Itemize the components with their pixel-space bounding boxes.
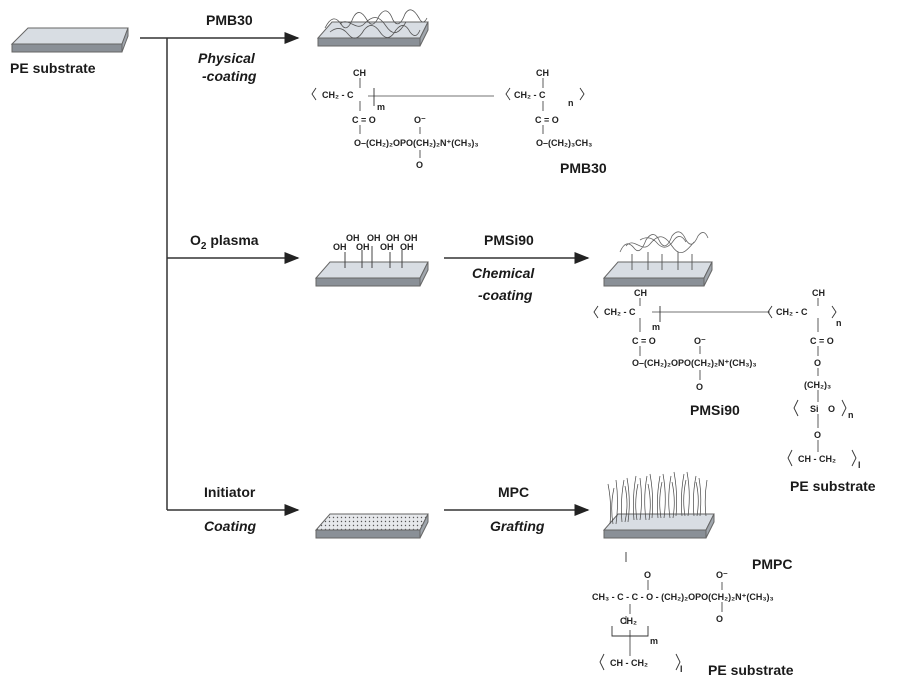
pmsi-si-n: n — [848, 410, 854, 420]
substrate-pmb30-coated — [316, 9, 429, 47]
substrate-pmsi90-coated — [602, 231, 713, 287]
pmsi-si-o: O — [828, 404, 835, 414]
pe-substrate-label: PE substrate — [10, 60, 96, 76]
route1-reagent-label: PMB30 — [206, 12, 253, 28]
pmsi-ch2-left: CH₂ - C — [604, 307, 636, 317]
pmpc-structure: O O⁻ CH₃ - C - C - O - (CH₂)₂OPO(CH₂)₂N⁺… — [592, 552, 774, 674]
oh-6: OH — [356, 242, 370, 252]
pmsi-o-minus: O⁻ — [694, 336, 706, 346]
pmpc-m: m — [650, 636, 658, 646]
substrate-oh-treated: OH OH OH OH OH OH OH OH — [314, 233, 429, 287]
pmsi-pe-repeat: CH - CH₂ — [798, 454, 836, 464]
pmsi-o: O — [814, 358, 821, 368]
pmsi90-structure: CH CH CH₂ - C CH₂ - C m n C = O C = O O⁻… — [593, 288, 861, 470]
pmsi-side-chain: O–(CH₂)₂OPO(CH₂)₂N⁺(CH₃)₃ — [632, 358, 757, 368]
pmpc-ch2: CH₂ — [620, 616, 637, 626]
substrate-initiator-coated — [314, 513, 429, 539]
pmb-co-right: C = O — [535, 115, 559, 125]
pmsi-n: n — [836, 318, 842, 328]
oh-7: OH — [380, 242, 394, 252]
pmsi-si: Si — [810, 404, 819, 414]
pmpc-l: l — [680, 664, 683, 674]
pmb-ch3-left: CH — [353, 68, 366, 78]
oh-4: OH — [404, 233, 418, 243]
pmb-co-left: C = O — [352, 115, 376, 125]
route2-polymer-name: PMSi90 — [690, 402, 740, 418]
route1-method-line1: Physical — [198, 50, 255, 66]
oh-2: OH — [367, 233, 381, 243]
pmpc-o-minus: O⁻ — [716, 570, 728, 580]
route3-method2-label: Grafting — [490, 518, 545, 534]
oh-8: OH — [400, 242, 414, 252]
route3-monomer-label: MPC — [498, 484, 530, 500]
route3-method-label: Coating — [204, 518, 257, 534]
pmpc-pe-repeat: CH - CH₂ — [610, 658, 648, 668]
pmb-ch3-right: CH — [536, 68, 549, 78]
oh-3: OH — [386, 233, 400, 243]
pmsi-co-left: C = O — [632, 336, 656, 346]
route2-pe-substrate: PE substrate — [790, 478, 876, 494]
connector-lines — [140, 32, 590, 516]
pmsi-l: l — [858, 460, 861, 470]
pmpc-o-top: O — [644, 570, 651, 580]
route3-pe-substrate: PE substrate — [708, 662, 794, 678]
route3-polymer-name: PMPC — [752, 556, 793, 572]
oh-5: OH — [333, 242, 347, 252]
pmb-o: O — [416, 160, 423, 170]
route1-polymer-name: PMB30 — [560, 160, 607, 176]
pmsi-propyl: (CH₂)₃ — [804, 380, 831, 390]
pmsi-o-3: O — [814, 430, 821, 440]
pmpc-o-bottom: O — [716, 614, 723, 624]
pmb-m: m — [377, 102, 385, 112]
route2-method-line1: Chemical — [472, 265, 535, 281]
pmb-backbone-right: CH₂ - C — [514, 90, 546, 100]
route1-method-line2: -coating — [202, 68, 257, 84]
pmb-o-minus: O⁻ — [414, 115, 426, 125]
pe-substrate-left — [10, 27, 129, 53]
pmsi-m: m — [652, 322, 660, 332]
pmb-side-chain-2: O–(CH₂)₃CH₃ — [536, 138, 592, 148]
route2-reagent-label: PMSi90 — [484, 232, 534, 248]
oh-1: OH — [346, 233, 360, 243]
pmb-backbone-left: CH₂ - C — [322, 90, 354, 100]
route2-treatment-label: O2 plasma — [190, 232, 259, 252]
pmsi-ch2-right: CH₂ - C — [776, 307, 808, 317]
pmsi-co-right: C = O — [810, 336, 834, 346]
pmb30-structure: CH CH CH₂ - C CH₂ - C m n C = O C = O O⁻… — [311, 68, 592, 170]
route3-reagent-label: Initiator — [204, 484, 256, 500]
route2-method-line2: -coating — [478, 287, 533, 303]
pmpc-chain: CH₃ - C - C - O - (CH₂)₂OPO(CH₂)₂N⁺(CH₃)… — [592, 592, 774, 602]
pmb-n: n — [568, 98, 574, 108]
pmb-side-chain-1: O–(CH₂)₂OPO(CH₂)₂N⁺(CH₃)₃ — [354, 138, 479, 148]
pmsi-ch3-left: CH — [634, 288, 647, 298]
pmsi-o-2: O — [696, 382, 703, 392]
pmsi-ch3-right: CH — [812, 288, 825, 298]
substrate-pmpc-grafted — [602, 471, 715, 539]
